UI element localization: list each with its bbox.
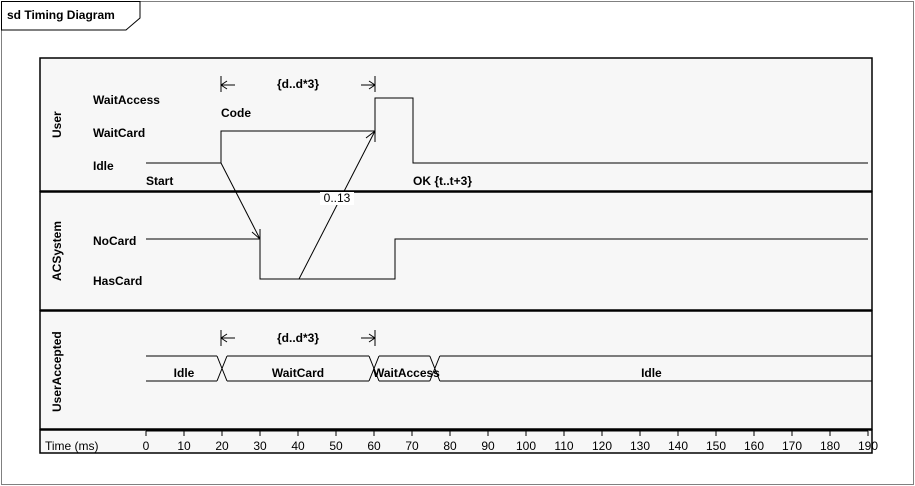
message-range-label: 0..13 [324,191,351,205]
time-axis-label: Time (ms) [45,439,99,453]
duration-constraint-user: {d..d*3} [277,77,319,91]
annotation-code: Code [221,106,251,120]
time-tick-label: 30 [253,439,267,453]
time-tick-label: 160 [744,439,764,453]
lifeline-user-name: User [50,111,64,138]
segment-transition [216,355,228,382]
annotation-ok: OK {t..t+3} [413,174,472,188]
time-tick-label: 140 [668,439,688,453]
segment-label: Idle [174,366,195,380]
message-ok-arrowhead [365,130,376,142]
time-tick-label: 110 [554,439,573,453]
duration-arrowhead-left [220,80,228,90]
time-tick-label: 150 [706,439,726,453]
lifeline-useraccepted-panel[interactable] [39,310,873,430]
lifeline-acsystem-panel[interactable] [39,191,873,311]
time-tick-label: 20 [215,439,229,453]
time-tick-label: 0 [143,439,150,453]
segment-transition [429,355,441,382]
segment-label: Idle [641,366,662,380]
time-tick-label: 70 [405,439,419,453]
frame-title: sd Timing Diagram [7,8,115,22]
duration2-arrowhead-right [368,333,376,343]
message-range-bg [320,192,354,205]
segment-transition [368,355,380,382]
time-axis-panel [39,429,873,454]
time-tick-label: 80 [443,439,457,453]
state-label-waitcard: WaitCard [93,126,145,140]
user-state-timeline [146,97,868,164]
time-tick-label: 130 [630,439,650,453]
segment-label: WaitCard [272,366,324,380]
segment-label: WaitAccess [373,366,440,380]
duration-constraint-useraccepted: {d..d*3} [277,331,319,345]
time-axis-ticks: 0 10 20 30 40 50 60 70 80 90 100 110 120 130 140 150 160… [143,431,878,453]
duration-arrowhead-right [368,80,376,90]
time-tick-label: 100 [516,439,536,453]
state-label-nocard: NoCard [93,234,136,248]
frame-label-box [1,1,141,31]
lifeline-user-panel[interactable] [39,57,873,192]
annotation-start: Start [146,174,173,188]
state-label-waitaccess: WaitAccess [93,93,160,107]
value-lifeline-segments: Idle WaitCard WaitAccess Idle [146,355,872,382]
time-tick-label: 90 [481,439,495,453]
time-tick-label: 170 [782,439,802,453]
lifeline-useraccepted-name: UserAccepted [50,331,64,412]
time-tick-label: 40 [291,439,305,453]
time-tick-label: 60 [367,439,381,453]
time-tick-label: 50 [329,439,343,453]
time-tick-label: 120 [592,439,612,453]
time-tick-label: 10 [177,439,191,453]
state-label-idle: Idle [93,159,114,173]
time-tick-label: 180 [820,439,840,453]
message-code[interactable] [220,162,261,240]
acsystem-state-timeline [146,238,868,280]
message-code-arrowhead [251,229,261,240]
time-tick-label: 190 [858,439,878,453]
duration2-arrowhead-left [220,333,228,343]
state-label-hascard: HasCard [93,274,142,288]
lifeline-acsystem-name: ACSystem [50,221,64,281]
